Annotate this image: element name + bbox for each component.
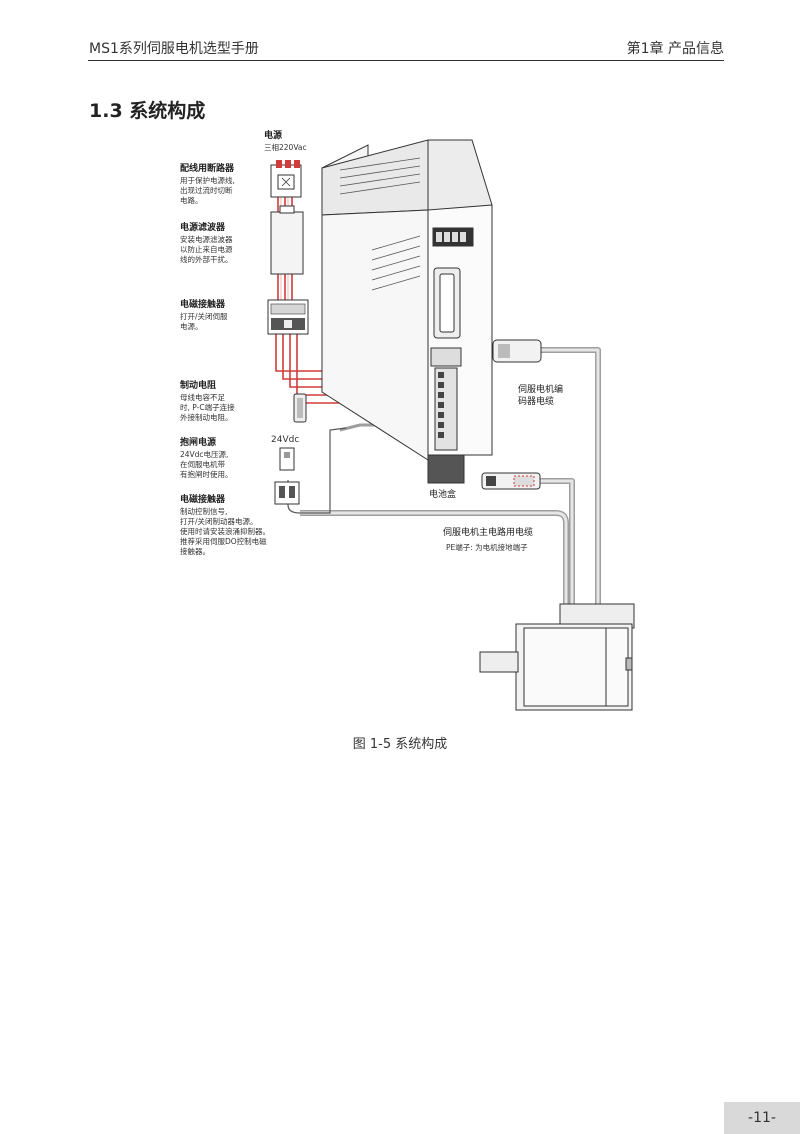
- main-cable-title: 伺服电机主电路用电缆: [443, 528, 534, 538]
- filter-desc-1: 安装电源滤波器: [180, 235, 233, 244]
- figure-caption: 图 1-5 系统构成: [352, 737, 448, 752]
- brake-contactor-desc-4: 推荐采用伺服DO控制电磁: [180, 537, 267, 546]
- encoder-cable-title-2: 码器电缆: [518, 397, 555, 407]
- brake-contactor-desc-5: 接触器。: [180, 547, 210, 556]
- resistor-title: 制动电阻: [180, 381, 217, 391]
- resistor-desc-3: 外接制动电阻。: [180, 413, 233, 422]
- encoder-cable-title-1: 伺服电机编: [518, 385, 564, 395]
- servo-drive: [321, 139, 493, 484]
- header-rule: [88, 60, 724, 61]
- resistor-icon: [293, 393, 307, 423]
- power-spec: 三相220Vac: [264, 143, 307, 152]
- brake-contactor-title: 电磁接触器: [180, 495, 226, 505]
- system-diagram: [267, 139, 635, 711]
- breaker-desc-2: 出现过流时切断: [180, 186, 233, 195]
- contactor-icon: [267, 299, 309, 335]
- main-cable-desc: PE端子: 为电机接地端子: [446, 543, 528, 552]
- breaker-icon: [270, 160, 302, 198]
- section-title: 1.3 系统构成: [89, 100, 206, 122]
- resistor-desc-2: 时, P-C端子连接: [180, 403, 235, 412]
- brake-contactor-desc-1: 制动控制信号,: [180, 507, 228, 516]
- brake-contactor-desc-3: 使用时请安装浪涌抑制器。: [180, 527, 270, 536]
- encoder-connector-top: [492, 339, 542, 363]
- breaker-desc-3: 电路。: [180, 196, 203, 205]
- servo-motor: [479, 603, 635, 711]
- brake-power-title: 抱闸电源: [180, 438, 217, 448]
- filter-icon: [270, 205, 304, 275]
- brake-wire: [287, 427, 347, 514]
- contactor-title: 电磁接触器: [180, 300, 226, 310]
- manual-title: MS1系列伺服电机选型手册: [89, 41, 259, 57]
- filter-desc-2: 以防止来自电源: [180, 245, 233, 254]
- page-number: -11-: [724, 1102, 800, 1134]
- brake-contactor-icon: [274, 481, 300, 505]
- voltage-24vdc-label: 24Vdc: [271, 435, 300, 445]
- contactor-desc-2: 电源。: [180, 322, 203, 331]
- contactor-desc-1: 打开/关闭伺服: [180, 312, 228, 321]
- breaker-desc-1: 用于保护电源线,: [180, 176, 235, 185]
- brake-power-desc-1: 24Vdc电压源,: [180, 450, 229, 459]
- breaker-title: 配线用断路器: [180, 164, 235, 174]
- brake-contactor-desc-2: 打开/关闭制动器电源。: [180, 517, 258, 526]
- power-title: 电源: [264, 131, 283, 141]
- encoder-connector-bottom: [481, 472, 541, 490]
- chapter-title: 第1章 产品信息: [626, 41, 724, 57]
- filter-desc-3: 线的外部干扰。: [180, 255, 233, 264]
- brake-power-desc-2: 在伺服电机带: [180, 460, 225, 469]
- battery-box-label: 电池盒: [429, 490, 457, 500]
- filter-title: 电源滤波器: [180, 223, 226, 233]
- brake-power-desc-3: 有抱闸时使用。: [180, 470, 233, 479]
- brake-power-icon: [279, 447, 295, 471]
- resistor-desc-1: 母线电容不足: [180, 393, 225, 402]
